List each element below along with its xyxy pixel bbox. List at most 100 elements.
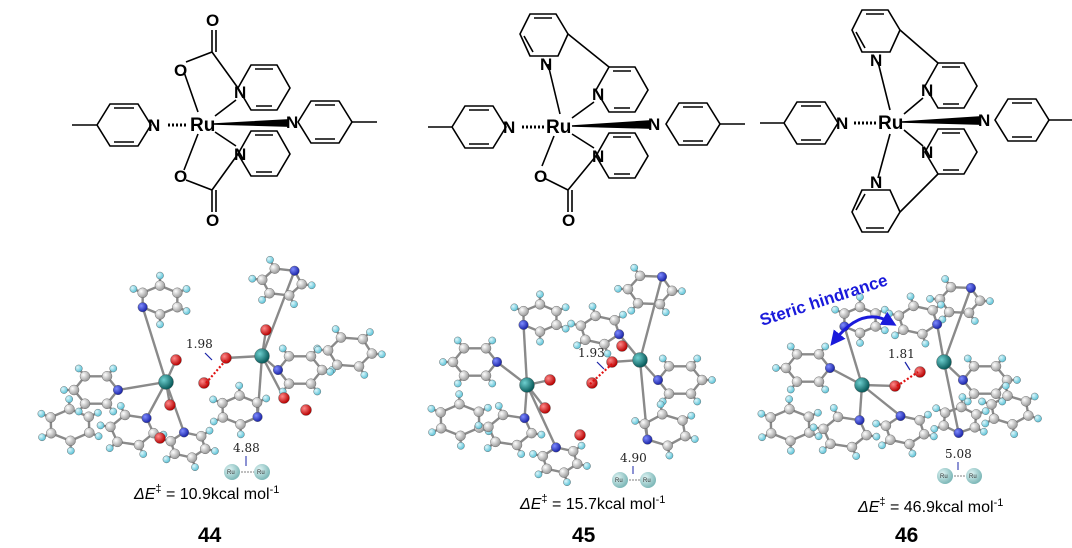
atom-c — [68, 384, 80, 396]
atom-h — [182, 307, 191, 315]
atom-h — [38, 433, 46, 442]
atom-ru — [632, 352, 648, 368]
atom-h — [786, 342, 795, 351]
atom-n: N — [503, 118, 515, 137]
bond — [525, 384, 558, 448]
atom-c — [632, 298, 644, 309]
atom-c — [908, 300, 919, 312]
atom-c — [105, 421, 116, 433]
atom-o: O — [562, 211, 575, 230]
atom-n: N — [592, 147, 604, 166]
atom-h — [235, 381, 244, 390]
atom-o — [154, 432, 166, 444]
atom-n — [112, 385, 123, 396]
atom-c — [654, 298, 666, 310]
atom-n — [653, 375, 664, 386]
ru-small-label: Ru — [615, 478, 623, 484]
atom-labels-46: N Ru N N N N N — [836, 51, 990, 192]
atom-h — [573, 341, 581, 350]
atom-c — [813, 349, 825, 360]
atom-h — [156, 271, 164, 280]
atom-c — [580, 334, 591, 345]
atom-c — [534, 326, 546, 337]
atom-h — [236, 430, 245, 439]
atom-h — [74, 364, 83, 373]
atom-c — [196, 430, 207, 442]
atom-c — [825, 438, 836, 450]
atom-h — [872, 432, 881, 441]
atom-c — [133, 439, 145, 451]
ru-ru-distance-46: 5.08 — [945, 447, 972, 461]
atom-h — [930, 432, 938, 441]
atom-h — [536, 290, 544, 299]
atom-c — [974, 295, 986, 306]
atom-o — [889, 380, 901, 392]
atom-n — [958, 375, 969, 386]
atom-c — [854, 327, 866, 339]
bond — [861, 384, 902, 417]
atom-c — [447, 356, 459, 368]
atom-h — [109, 407, 118, 416]
atom-c — [497, 409, 509, 421]
atom-h — [211, 447, 219, 455]
compound-number-44: 44 — [198, 524, 222, 547]
atom-c — [662, 440, 673, 451]
atom-n — [137, 302, 148, 313]
atom-h — [656, 400, 665, 409]
atom-c — [154, 309, 166, 320]
bond — [638, 276, 664, 361]
atom-n — [179, 427, 190, 438]
atom-h — [67, 447, 75, 455]
atom-h — [891, 331, 899, 340]
atom-c — [904, 438, 915, 450]
atom-n — [519, 413, 530, 424]
atom-h — [691, 435, 699, 443]
atom-ru — [936, 354, 952, 370]
atom-n — [614, 329, 625, 340]
atom-n — [141, 413, 152, 424]
atom-h — [881, 326, 889, 335]
atom-c — [685, 361, 697, 372]
atom-c — [518, 305, 529, 317]
atom-h — [428, 428, 436, 437]
atom-c — [137, 287, 148, 299]
atom-h — [814, 432, 823, 441]
atom-c — [101, 398, 113, 409]
atom-c — [284, 290, 295, 301]
energy-46: ΔE‡ = 46.9kcal mol-1 — [857, 496, 1003, 516]
atom-h — [366, 328, 374, 336]
atom-c — [917, 328, 928, 340]
atom-c — [64, 403, 75, 415]
atom-h — [958, 393, 967, 401]
atom-h — [821, 385, 830, 394]
atom-h — [932, 404, 940, 413]
atom-c — [914, 415, 925, 426]
atom-h — [963, 397, 972, 406]
atom-h — [326, 368, 334, 376]
atom-h — [630, 263, 639, 272]
atom-ru — [158, 374, 174, 390]
atom-c — [235, 419, 246, 430]
atom-h — [205, 426, 214, 435]
atom-o — [164, 399, 176, 411]
atom-h — [488, 379, 497, 388]
atom-c — [880, 420, 892, 431]
atom-c — [968, 388, 980, 399]
atom-o — [539, 402, 551, 414]
atom-h — [262, 394, 271, 403]
structure-46 — [760, 9, 1072, 233]
atom-c — [83, 411, 94, 422]
atom-h — [708, 376, 716, 384]
atom-h — [517, 450, 526, 458]
atom-c — [685, 388, 697, 399]
compound-number-46: 46 — [895, 524, 918, 547]
atom-n — [965, 282, 976, 293]
atom-c — [990, 388, 1002, 399]
bond — [117, 380, 167, 392]
atom-c — [590, 310, 601, 322]
atom-h — [510, 303, 519, 312]
atom-n — [895, 410, 906, 421]
atom-c — [870, 321, 881, 332]
atom-h — [885, 309, 893, 318]
